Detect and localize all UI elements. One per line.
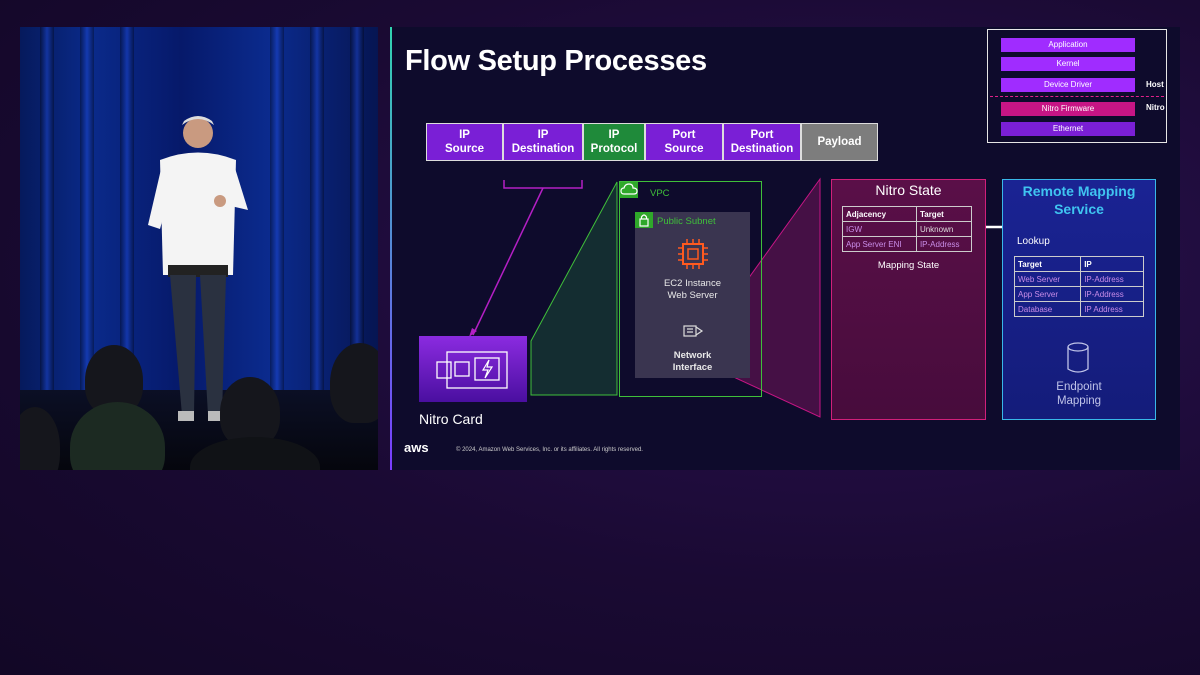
host-nitro-divider <box>990 96 1164 97</box>
table-row: IGW Unknown <box>842 221 973 237</box>
table-cell: Unknown <box>915 221 973 237</box>
legend-application: Application <box>1001 38 1135 52</box>
presenter-figure <box>148 116 248 421</box>
mapping-state-caption: Mapping State <box>877 260 940 271</box>
table-cell: IGW <box>842 221 917 237</box>
copyright-notice: © 2024, Amazon Web Services, Inc. or its… <box>456 447 643 453</box>
legend-device-driver: Device Driver <box>1001 78 1135 92</box>
legend-nitro-label: Nitro <box>1146 103 1165 112</box>
table-header-cell: Adjacency <box>842 206 917 222</box>
speaker-video-feed <box>20 27 378 470</box>
table-cell: IP-Address <box>1080 286 1144 302</box>
legend-nitro-firmware: Nitro Firmware <box>1001 102 1135 116</box>
table-row: Database IP Address <box>1013 301 1144 317</box>
ec2-chip-icon <box>678 239 708 269</box>
aws-logo: aws <box>404 440 429 455</box>
nitro-card-icon <box>436 351 508 389</box>
lookup-label: Lookup <box>1017 236 1050 247</box>
public-subnet: Public Subnet EC2 Instance Web Server Ne… <box>635 212 750 378</box>
table-cell: IP-Address <box>915 236 973 252</box>
header-payload: Payload <box>801 123 878 161</box>
ec2-web-server-label: Web Server <box>667 290 718 301</box>
legend-kernel: Kernel <box>1001 57 1135 71</box>
network-interface-label-1: Network <box>673 350 712 361</box>
table-header-cell: IP <box>1080 256 1144 272</box>
table-cell: Web Server <box>1013 271 1082 287</box>
table-header-cell: Target <box>915 206 973 222</box>
table-row: Web Server IP-Address <box>1013 271 1144 287</box>
network-interface-icon <box>683 325 704 337</box>
vpc-container: VPC Public Subnet EC2 Instance Web Serve… <box>619 181 762 397</box>
legend-host-label: Host <box>1146 80 1164 89</box>
adjacency-table: Adjacency Target IGW Unknown App Server … <box>842 206 973 252</box>
ec2-instance-label: EC2 Instance <box>663 278 722 289</box>
table-row: App Server IP-Address <box>1013 286 1144 302</box>
network-interface-label-2: Interface <box>672 362 713 373</box>
table-cell: IP Address <box>1080 301 1144 317</box>
table-header-row: Adjacency Target <box>842 206 973 222</box>
table-header-row: Target IP <box>1013 256 1144 272</box>
table-cell: Database <box>1013 301 1082 317</box>
cloud-icon <box>620 182 638 198</box>
table-header-cell: Target <box>1013 256 1082 272</box>
subnet-label: Public Subnet <box>657 216 716 227</box>
nitro-card-label: Nitro Card <box>419 411 483 427</box>
nitro-card <box>419 336 527 402</box>
slide-accent-line <box>390 27 392 470</box>
nitro-state-panel: Nitro State Adjacency Target IGW Unknown… <box>831 179 986 420</box>
legend-ethernet: Ethernet <box>1001 122 1135 136</box>
presentation-slide: Flow Setup Processes Application Kernel … <box>390 27 1180 470</box>
table-row: App Server ENI IP-Address <box>842 236 973 252</box>
slide-title: Flow Setup Processes <box>405 45 707 77</box>
lock-icon <box>635 212 653 228</box>
vpc-label: VPC <box>650 188 670 199</box>
table-cell: App Server <box>1013 286 1082 302</box>
mapping-table: Target IP Web Server IP-Address App Serv… <box>1013 256 1144 317</box>
table-cell: App Server ENI <box>842 236 917 252</box>
nitro-state-title: Nitro State <box>875 182 942 198</box>
stack-legend: Application Kernel Device Driver Nitro F… <box>987 29 1167 143</box>
database-icon <box>1067 342 1089 373</box>
table-cell: IP-Address <box>1080 271 1144 287</box>
